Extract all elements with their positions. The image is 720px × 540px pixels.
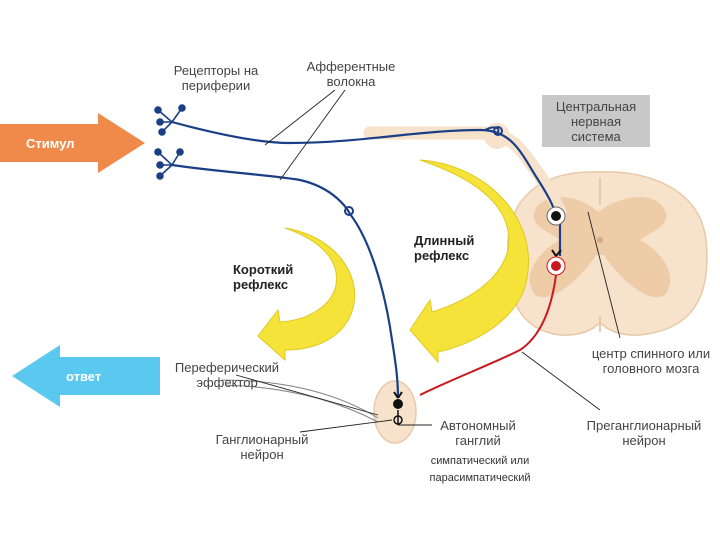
leader-lines xyxy=(235,89,621,433)
receptor-endings-icon xyxy=(154,104,186,180)
short-reflex-label: Короткий рефлекс xyxy=(233,262,294,292)
preganglionic-fiber xyxy=(419,274,557,396)
effector-label: Переферический эффектор xyxy=(174,360,280,390)
preganglionic-label: Преганглионарный нейрон xyxy=(586,418,702,448)
autonomic-ganglion-label: Автономный ганглий xyxy=(440,418,516,448)
ganglion-neuron-label: Ганглионарный нейрон xyxy=(215,432,309,462)
ganglion-neuron-body xyxy=(393,399,403,409)
interneuron-body xyxy=(551,211,561,221)
afferent-fiber-long xyxy=(171,120,558,216)
autonomic-ganglion-icon xyxy=(373,380,417,444)
stimulus-arrow xyxy=(0,113,145,173)
dorsal-root-ganglion xyxy=(484,123,510,149)
response-label: ответ xyxy=(66,369,102,384)
afferent-fibers-label: Афферентные волокна xyxy=(306,59,396,89)
receptors-label: Рецепторы на периферии xyxy=(173,63,259,93)
spinal-cord-section-icon xyxy=(506,171,708,336)
center-label: центр спинного или головного мозга xyxy=(591,346,711,376)
cns-box: Центральная нервная система xyxy=(542,95,650,147)
long-reflex-arrow xyxy=(409,159,529,364)
symp-parasymp-label: симпатический или парасимпатический xyxy=(429,455,531,484)
long-reflex-label: Длинный рефлекс xyxy=(414,233,475,263)
stimulus-label: Стимул xyxy=(26,136,75,151)
short-reflex-arrow xyxy=(257,227,356,362)
effector-fibers xyxy=(221,379,379,423)
response-arrow xyxy=(12,345,160,407)
cns-label: Центральная нервная система xyxy=(555,99,637,144)
preganglionic-neuron-body xyxy=(551,261,561,271)
